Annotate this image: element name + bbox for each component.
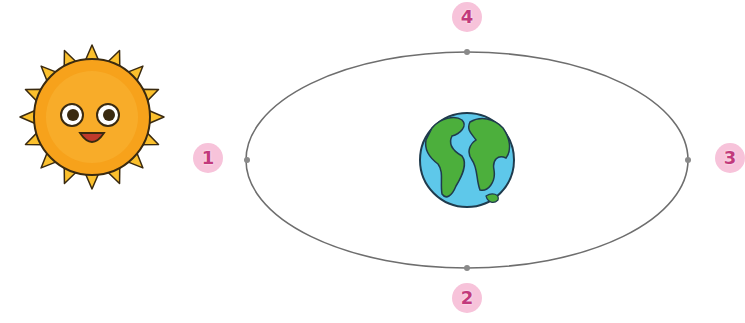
callout-number: 4 [461,8,474,26]
orbit-point [685,157,691,163]
callout-circle: 3 [715,143,745,173]
earth-illustration [420,113,514,207]
callout-number: 3 [724,149,737,167]
sun-body [34,59,150,175]
sun-glow [46,71,138,163]
callout-circle: 2 [452,283,482,313]
callout-circle: 4 [452,2,482,32]
callout-circle: 1 [193,143,223,173]
sun-mouth [80,133,104,142]
sun-eye [97,104,119,126]
callout-number: 2 [461,289,474,307]
sun-pupil [67,109,79,121]
orbit-point [244,157,250,163]
callout-number: 1 [202,149,215,167]
orbit-point [464,49,470,55]
sun-pupil [103,109,115,121]
sun-illustration [20,45,164,189]
orbit-ellipse [246,52,688,268]
sun-eye [61,104,83,126]
orbit-point [464,265,470,271]
